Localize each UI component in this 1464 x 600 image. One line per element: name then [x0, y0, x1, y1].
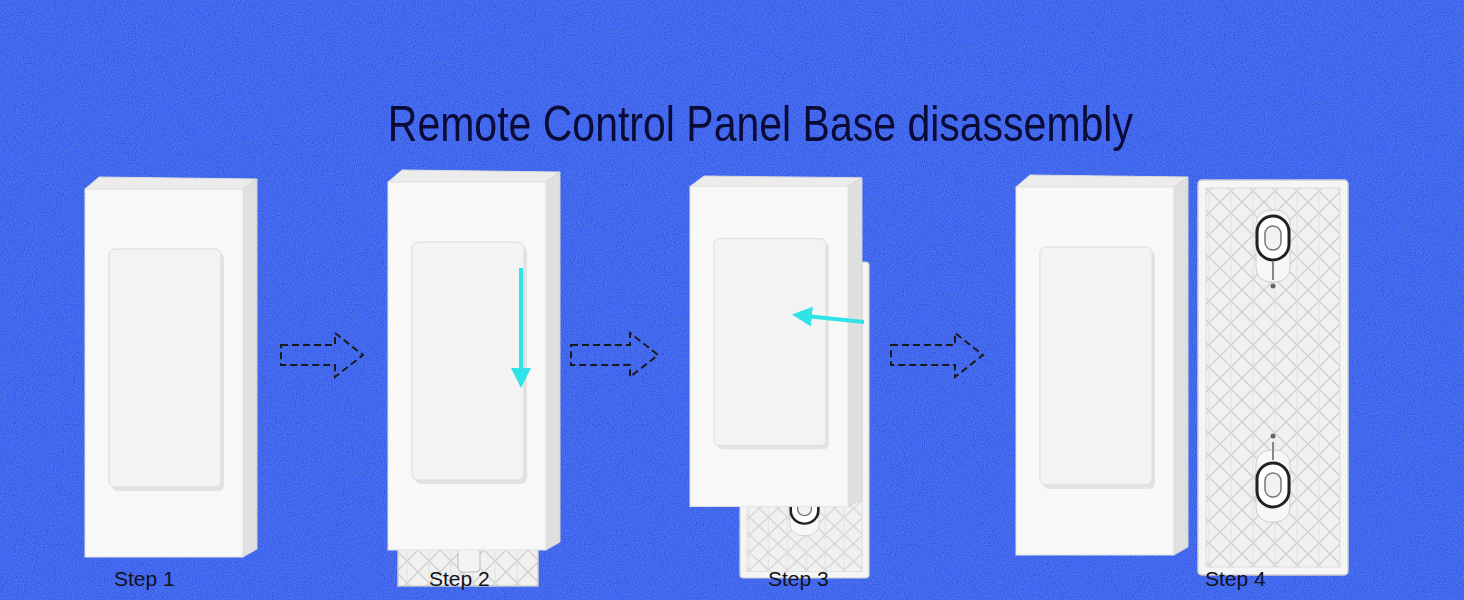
step-panel: Step 3 [680, 168, 879, 596]
dashed-step-arrow [891, 333, 983, 377]
step-label: Step 1 [114, 567, 269, 590]
step-panel: Step 4 [1005, 168, 1354, 596]
dashed-step-arrow [571, 333, 658, 377]
step-label: Step 4 [1205, 567, 1354, 590]
step-panel: Step 2 [385, 168, 559, 596]
step-panel: Step 1 [80, 168, 269, 596]
dashed-step-arrow [281, 333, 363, 377]
step-label: Step 2 [429, 567, 559, 590]
step-label: Step 3 [768, 567, 879, 590]
diagram-title: Remote Control Panel Base disassembly [387, 97, 1132, 152]
